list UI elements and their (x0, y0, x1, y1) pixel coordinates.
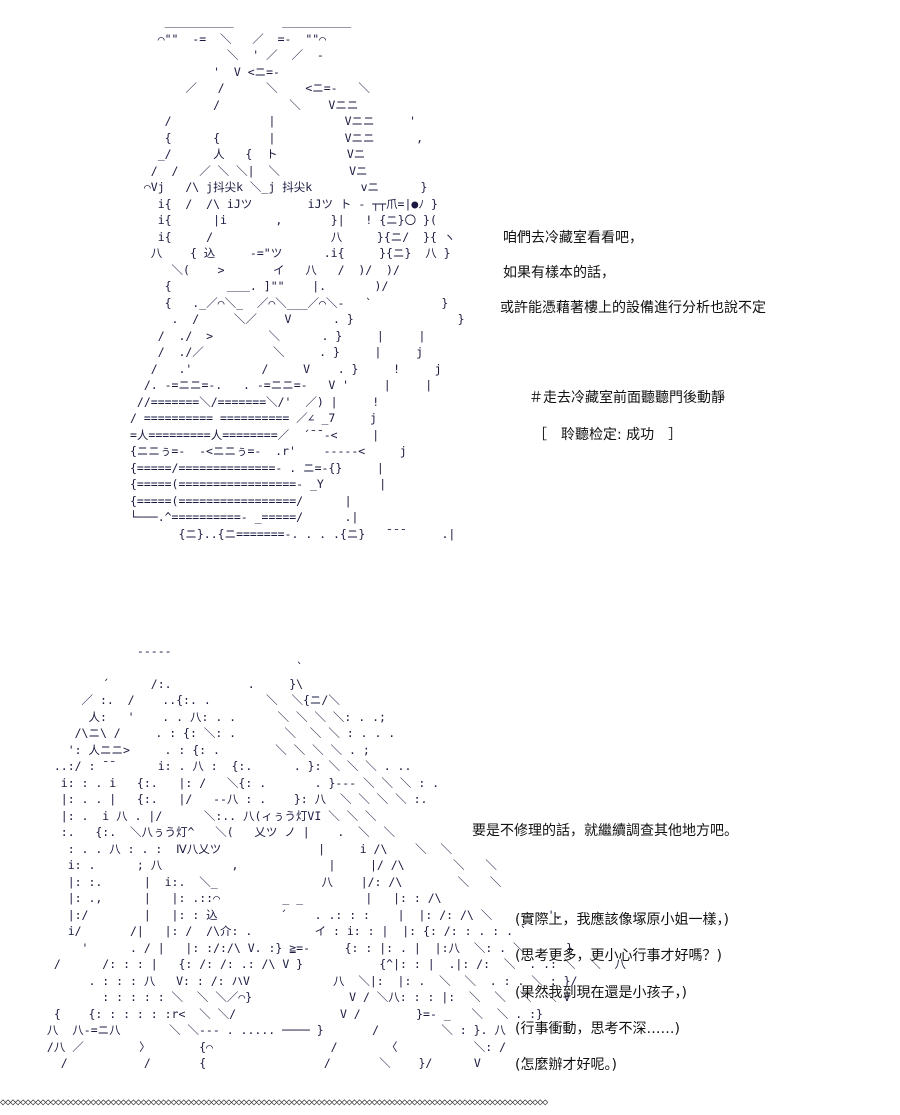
ascii-art-character-bottom: ----- ` ´ /:. . }\ ／ :. / ..{:. . ＼ ＼{ニ/… (46, 643, 627, 1071)
dialogue-line-4: 要是不修理的話，就繼續調查其他地方吧。 (472, 823, 738, 839)
dialogue-line-3: 或許能憑藉著樓上的設備進行分析也說不定 (500, 300, 766, 316)
action-line: ＃走去冷藏室前面聽聽門後動靜 (529, 390, 725, 406)
thought-line-2: (思考更多，更小心行事才好嗎？) (515, 948, 722, 964)
bottom-border-pattern: ◇◇◇◇◇◇◇◇◇◇◇◇◇◇◇◇◇◇◇◇◇◇◇◇◇◇◇◇◇◇◇◇◇◇◇◇◇◇◇◇… (0, 1097, 548, 1108)
skill-check-line: ［ 聆聽检定: 成功 ］ (533, 427, 683, 443)
thought-line-4: (行事衝動，思考不深……) (515, 1021, 680, 1037)
thought-line-1: (實際上，我應該像塚原小姐一樣，) (515, 912, 729, 928)
ascii-art-character-top: ＿＿＿＿＿＿ ＿＿＿＿＿＿ ⌒"" -= ＼ ／ =- ""⌒ ＼ ' ／ ／ … (130, 15, 465, 541)
dialogue-line-1: 咱們去冷藏室看看吧， (503, 230, 643, 246)
thought-line-3: (果然我到現在還是小孩子，) (515, 985, 687, 1001)
dialogue-line-2: 如果有樣本的話， (503, 265, 615, 281)
thought-line-5: (怎麼辦才好呢。) (515, 1057, 617, 1073)
